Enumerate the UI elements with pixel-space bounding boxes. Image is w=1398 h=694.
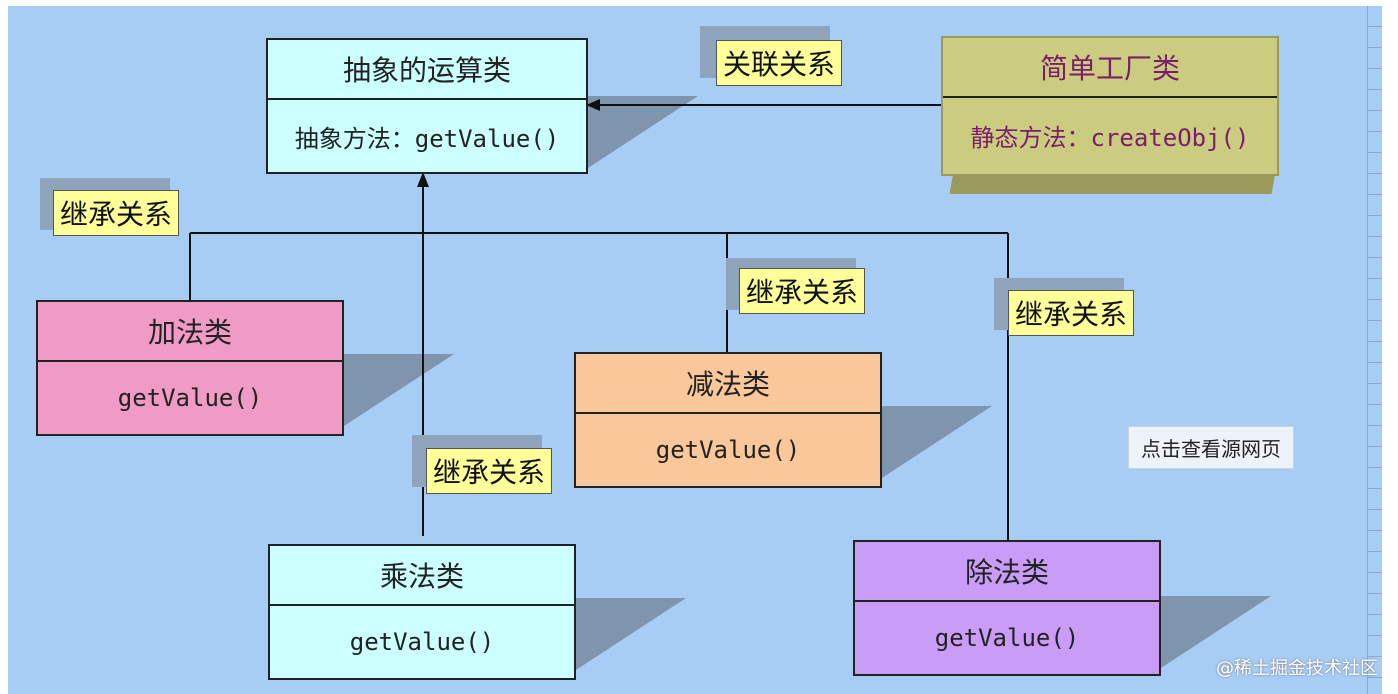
sub-class-name: 减法类: [576, 354, 880, 414]
sub-class-box[interactable]: 减法类 getValue(): [574, 352, 882, 488]
view-source-tooltip[interactable]: 点击查看源网页: [1128, 426, 1294, 469]
inherit-sub-label: 继承关系: [739, 268, 866, 314]
div-class-shadow: [1161, 596, 1271, 668]
abstract-class-shadow: [588, 96, 698, 168]
add-class-box[interactable]: 加法类 getValue(): [36, 300, 344, 436]
mul-class-shadow: [576, 598, 686, 670]
div-class-name: 除法类: [855, 542, 1159, 602]
sub-class-method: getValue(): [655, 436, 801, 464]
sub-class-shadow: [882, 406, 992, 478]
factory-class-box[interactable]: 简单工厂类 静态方法：createObj(): [941, 36, 1279, 176]
inherit-arrowhead: [417, 172, 429, 187]
association-arrowhead: [586, 99, 600, 111]
add-class-name: 加法类: [38, 302, 342, 362]
mul-class-name: 乘法类: [270, 546, 574, 606]
mul-class-method: getValue(): [349, 628, 495, 656]
connector-layer: [189, 96, 1271, 670]
div-class-box[interactable]: 除法类 getValue(): [853, 540, 1161, 676]
factory-class-method: 静态方法：createObj(): [970, 123, 1250, 152]
abstract-class-name: 抽象的运算类: [268, 40, 586, 100]
diagram-canvas: 抽象的运算类 抽象方法：getValue() 简单工厂类 静态方法：create…: [8, 6, 1382, 694]
factory-class-name: 简单工厂类: [943, 38, 1277, 98]
inherit-mul-label: 继承关系: [426, 448, 553, 494]
abstract-class-box[interactable]: 抽象的运算类 抽象方法：getValue(): [266, 38, 588, 174]
mul-class-box[interactable]: 乘法类 getValue(): [268, 544, 576, 680]
add-class-shadow: [344, 354, 454, 426]
spreadsheet-grid-edge: [1367, 6, 1382, 694]
association-label: 关联关系: [716, 40, 843, 86]
abstract-class-method: 抽象方法：getValue(): [294, 124, 560, 153]
inherit-add-label: 继承关系: [53, 190, 180, 236]
inherit-div-label: 继承关系: [1008, 290, 1135, 336]
add-class-method: getValue(): [117, 384, 263, 412]
div-class-method: getValue(): [934, 624, 1080, 652]
watermark-text: @稀土掘金技术社区: [1216, 658, 1378, 679]
